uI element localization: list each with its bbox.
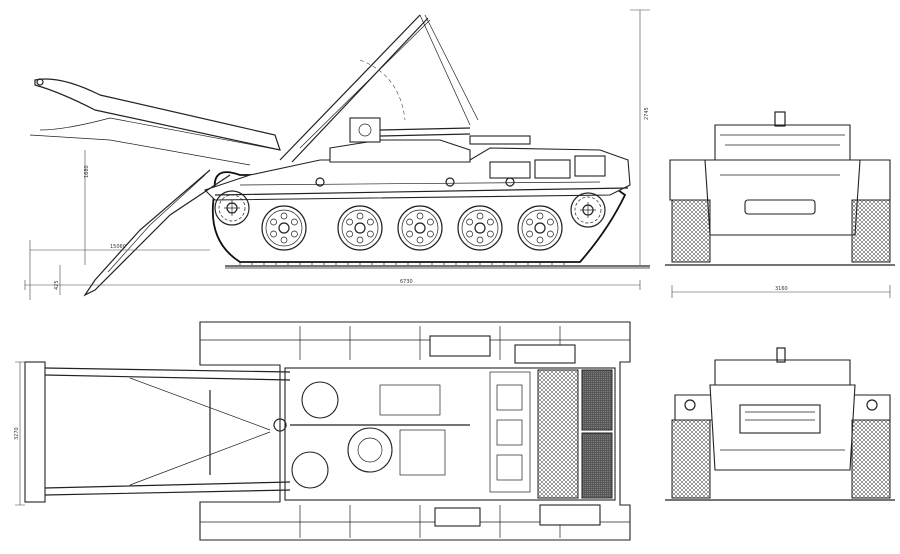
drive-sprocket [570, 192, 606, 228]
dozer-frame [24, 361, 291, 503]
rear-view [665, 347, 895, 501]
top-view: 3270 [14, 321, 631, 541]
dim-front-width: 3160 [775, 286, 788, 292]
engine-grille [537, 369, 579, 499]
dozer-arm [29, 78, 281, 297]
side-dimensions [24, 9, 650, 300]
rear-right-track [851, 419, 891, 499]
crane-boom [279, 14, 479, 163]
dim-hull-height: 1680 [84, 165, 90, 178]
dim-ground-clearance: 425 [54, 280, 60, 290]
dim-top-width: 3270 [14, 427, 20, 440]
front-left-track [671, 199, 711, 263]
dim-side-height: 2745 [644, 107, 650, 120]
side-view: 6730 15060 1680 425 2745 [24, 9, 650, 300]
track [211, 171, 627, 263]
dim-boom-reach: 15060 [110, 244, 126, 250]
road-wheels [261, 205, 563, 251]
dim-overall-length: 6730 [400, 279, 413, 285]
winch-drum [347, 427, 393, 473]
rear-left-track [671, 419, 711, 499]
hull [203, 147, 631, 201]
winch-housing [349, 117, 381, 143]
front-right-track [851, 199, 891, 263]
top-hatch-2 [291, 451, 329, 489]
top-hatch-1 [301, 381, 339, 419]
front-view: 3160 [665, 111, 895, 298]
